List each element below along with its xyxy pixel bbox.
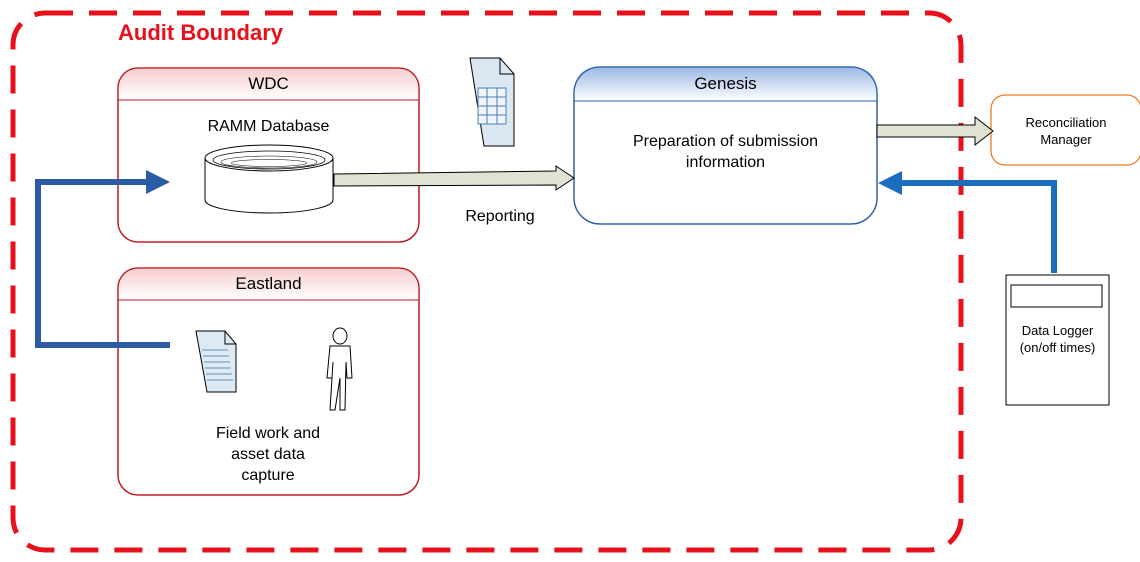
eastland-box: [117, 267, 420, 496]
data-logger-flow-arrow: [878, 171, 1057, 273]
data-logger-display: [1010, 284, 1103, 308]
audit-boundary: [10, 10, 964, 553]
audit-boundary-title: Audit Boundary: [118, 20, 283, 45]
eastland-title: Eastland: [235, 274, 302, 293]
reconciliation-label: Reconciliation Manager: [993, 114, 1139, 148]
reconciliation-label-line: Manager: [1040, 132, 1092, 147]
data-logger-label: Data Logger (on/off times): [1006, 322, 1109, 356]
eastland-caption-line: Field work and: [215, 425, 321, 442]
wdc-title: WDC: [248, 74, 289, 93]
reporting-arrow: [333, 165, 575, 191]
eastland-caption-line: asset data: [231, 446, 305, 463]
field-data-flow-arrow: [35, 170, 170, 348]
data-logger-label-line: Data Logger: [1021, 323, 1094, 338]
spreadsheet-icon: [469, 57, 515, 147]
genesis-title: Genesis: [694, 74, 757, 93]
data-logger-box: [1005, 274, 1110, 406]
database-icon: [204, 144, 334, 214]
document-icon: [195, 330, 237, 393]
genesis-body-line: Preparation of submission: [633, 133, 818, 150]
person-icon: [326, 327, 353, 411]
genesis-body: Preparation of submission information: [574, 131, 877, 173]
genesis-box: [573, 66, 878, 225]
eastland-caption-line: capture: [241, 467, 295, 484]
data-logger-label-line: (on/off times): [1019, 340, 1096, 355]
reconciliation-label-line: Reconciliation: [1025, 115, 1107, 130]
genesis-body-line: information: [685, 154, 766, 171]
reconciliation-arrow: [876, 115, 994, 147]
database-label: RAMM Database: [207, 118, 330, 135]
reporting-label: Reporting: [465, 208, 535, 225]
eastland-caption: Field work and asset data capture: [158, 423, 378, 486]
